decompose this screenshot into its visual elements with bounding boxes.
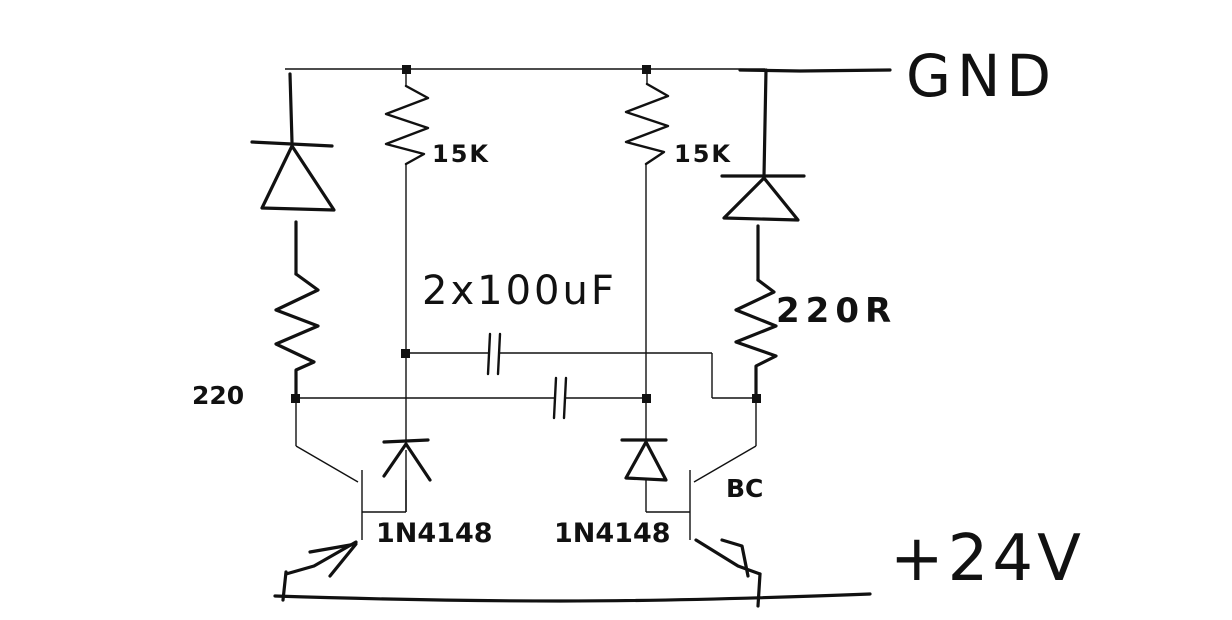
label-transistor: BC (726, 474, 763, 503)
label-diode-left: 1N4148 (376, 518, 493, 549)
capacitor-lower (296, 376, 646, 420)
led-right (720, 68, 806, 282)
gnd-rail (285, 68, 892, 73)
junction-nodes (291, 65, 761, 403)
label-diode-right: 1N4148 (554, 518, 671, 549)
node-left-collector (291, 394, 300, 403)
diode-left (382, 438, 432, 512)
label-r-right: 220R (776, 291, 897, 331)
resistor-top-right (624, 69, 670, 440)
node-cap-lower (642, 394, 651, 403)
supply-tick-right (756, 572, 762, 608)
node-gnd-right (642, 65, 651, 74)
transistor-right (689, 398, 762, 578)
led-left (250, 72, 336, 276)
label-capacitor: 2x100uF (422, 268, 617, 314)
label-r-left: 220 (192, 381, 244, 410)
supply-tick-left (281, 570, 288, 602)
capacitor-upper (406, 332, 756, 399)
label-supply: +24V (890, 522, 1085, 596)
label-r-top-right: 15K (674, 140, 732, 168)
diode-right (620, 438, 690, 513)
node-gnd-left (402, 65, 411, 74)
label-gnd: GND (906, 42, 1057, 110)
resistor-left (274, 272, 320, 400)
resistor-top-left (384, 69, 430, 440)
node-cap-upper (401, 349, 410, 358)
label-r-top-left: 15K (432, 140, 490, 168)
resistor-right (734, 278, 778, 400)
node-right-collector (752, 394, 761, 403)
transistor-left (284, 398, 407, 578)
supply-rail (273, 592, 872, 603)
